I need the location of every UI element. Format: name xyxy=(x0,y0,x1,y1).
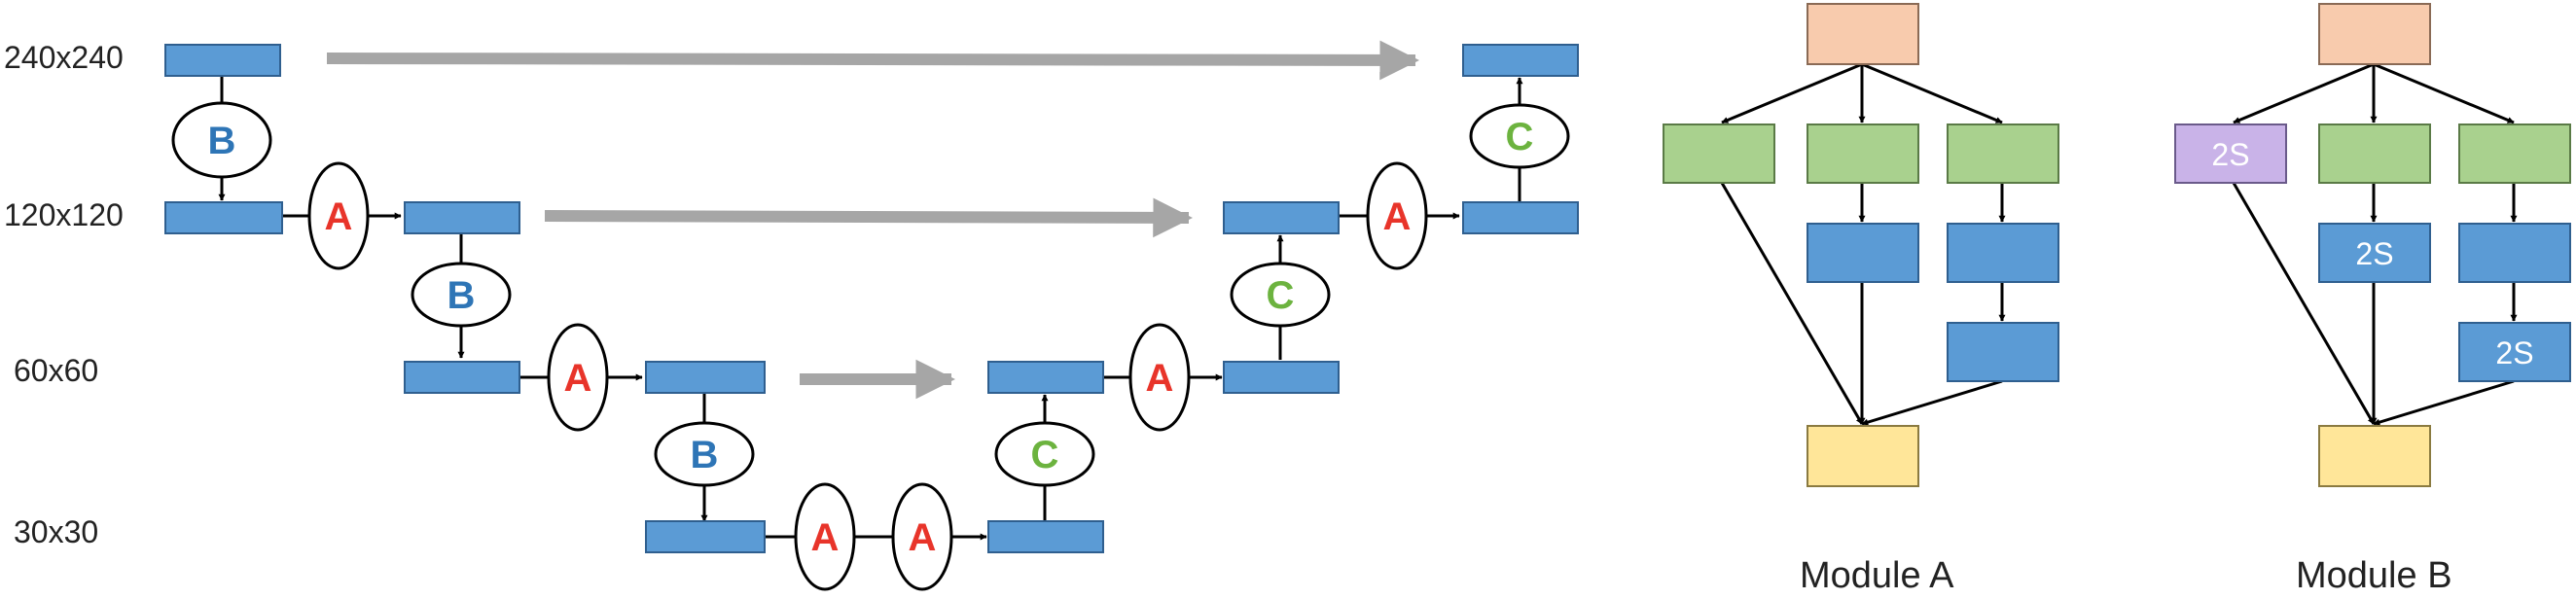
module-b-title: Module B xyxy=(2296,555,2452,596)
feature-map-enc-120 xyxy=(164,201,283,234)
op-c-30-label: C xyxy=(1031,434,1059,476)
feature-map-dec-240 xyxy=(1462,44,1579,77)
module-a-input-block xyxy=(1807,3,1919,65)
module-a-branch3-green xyxy=(1947,123,2059,184)
op-b-240-label: B xyxy=(208,120,236,162)
feature-map-dec-60 xyxy=(987,361,1104,394)
op-c-120 xyxy=(1469,103,1570,169)
module-b-branch2-blue xyxy=(2318,223,2431,283)
module-a: Module A xyxy=(1663,3,2059,596)
resolution-label-240: 240x240 xyxy=(4,40,124,75)
module-b-branch3-blue xyxy=(2458,223,2571,283)
op-b-60 xyxy=(654,421,755,487)
module-b-branch3-green xyxy=(2458,123,2571,184)
skip-arrow-240 xyxy=(326,40,1420,81)
module-b-branch1-purple xyxy=(2174,123,2287,184)
module-a-output-block xyxy=(1807,425,1919,487)
module-a-title: Module A xyxy=(1800,555,1954,596)
op-a-dec-60 xyxy=(1128,323,1191,432)
op-a-enc-60-label: A xyxy=(564,357,592,400)
resolution-label-120: 120x120 xyxy=(4,197,124,232)
op-a-30-second-label: A xyxy=(909,516,937,559)
op-b-120-label: B xyxy=(447,274,476,317)
feature-map-dec-30 xyxy=(987,520,1104,553)
op-c-30 xyxy=(994,421,1095,487)
feature-map-enc-30 xyxy=(645,520,766,553)
skip-connections xyxy=(326,40,1420,400)
module-b-output-block xyxy=(2318,425,2431,487)
op-c-60-label: C xyxy=(1267,274,1295,317)
module-a-branch2-green xyxy=(1807,123,1919,184)
module-a-branch1-green xyxy=(1663,123,1775,184)
skip-arrow-120 xyxy=(544,197,1194,238)
feature-map-enc-60b xyxy=(645,361,766,394)
module-b-branch3-blue2 xyxy=(2458,322,2571,382)
op-c-60 xyxy=(1230,262,1331,328)
op-a-dec-120 xyxy=(1366,161,1428,270)
module-b-input-block xyxy=(2318,3,2431,65)
operation-labels: B B B A A A A A A C C C xyxy=(208,116,1534,559)
module-a-branch2-blue xyxy=(1807,223,1919,283)
op-c-120-label: C xyxy=(1506,116,1534,159)
feature-map-dec-120b xyxy=(1462,201,1579,234)
op-b-240 xyxy=(171,101,272,179)
module-b-2s-label-purple: 2S xyxy=(2211,137,2249,172)
module-a-branch3-blue2 xyxy=(1947,322,2059,382)
op-a-30-first-label: A xyxy=(811,516,840,559)
feature-map-dec-120 xyxy=(1223,201,1340,234)
module-b-2s-label-blue: 2S xyxy=(2355,236,2393,271)
resolution-label-30: 30x30 xyxy=(14,514,98,549)
module-b-2s-label-blue2: 2S xyxy=(2495,335,2533,370)
op-b-120 xyxy=(411,262,512,328)
op-a-dec-120-label: A xyxy=(1383,195,1412,238)
op-a-enc-120-label: A xyxy=(325,195,353,238)
module-b-branch2-green xyxy=(2318,123,2431,184)
feature-map-dec-60b xyxy=(1223,361,1340,394)
operations xyxy=(171,101,1570,591)
op-a-30-first xyxy=(794,482,856,591)
op-a-30-second xyxy=(891,482,953,591)
connectors xyxy=(218,76,1523,541)
op-b-60-label: B xyxy=(691,434,719,476)
feature-blocks xyxy=(164,44,1579,553)
module-a-branch3-blue xyxy=(1947,223,2059,283)
feature-map-enc-240 xyxy=(164,44,281,77)
resolution-label-60: 60x60 xyxy=(14,353,98,388)
module-b: 2S 2S 2S Module B xyxy=(2174,3,2571,596)
op-a-dec-60-label: A xyxy=(1146,357,1174,400)
feature-map-enc-120b xyxy=(404,201,520,234)
op-a-enc-60 xyxy=(547,323,609,432)
op-a-enc-120 xyxy=(307,161,370,270)
feature-map-enc-60 xyxy=(404,361,520,394)
